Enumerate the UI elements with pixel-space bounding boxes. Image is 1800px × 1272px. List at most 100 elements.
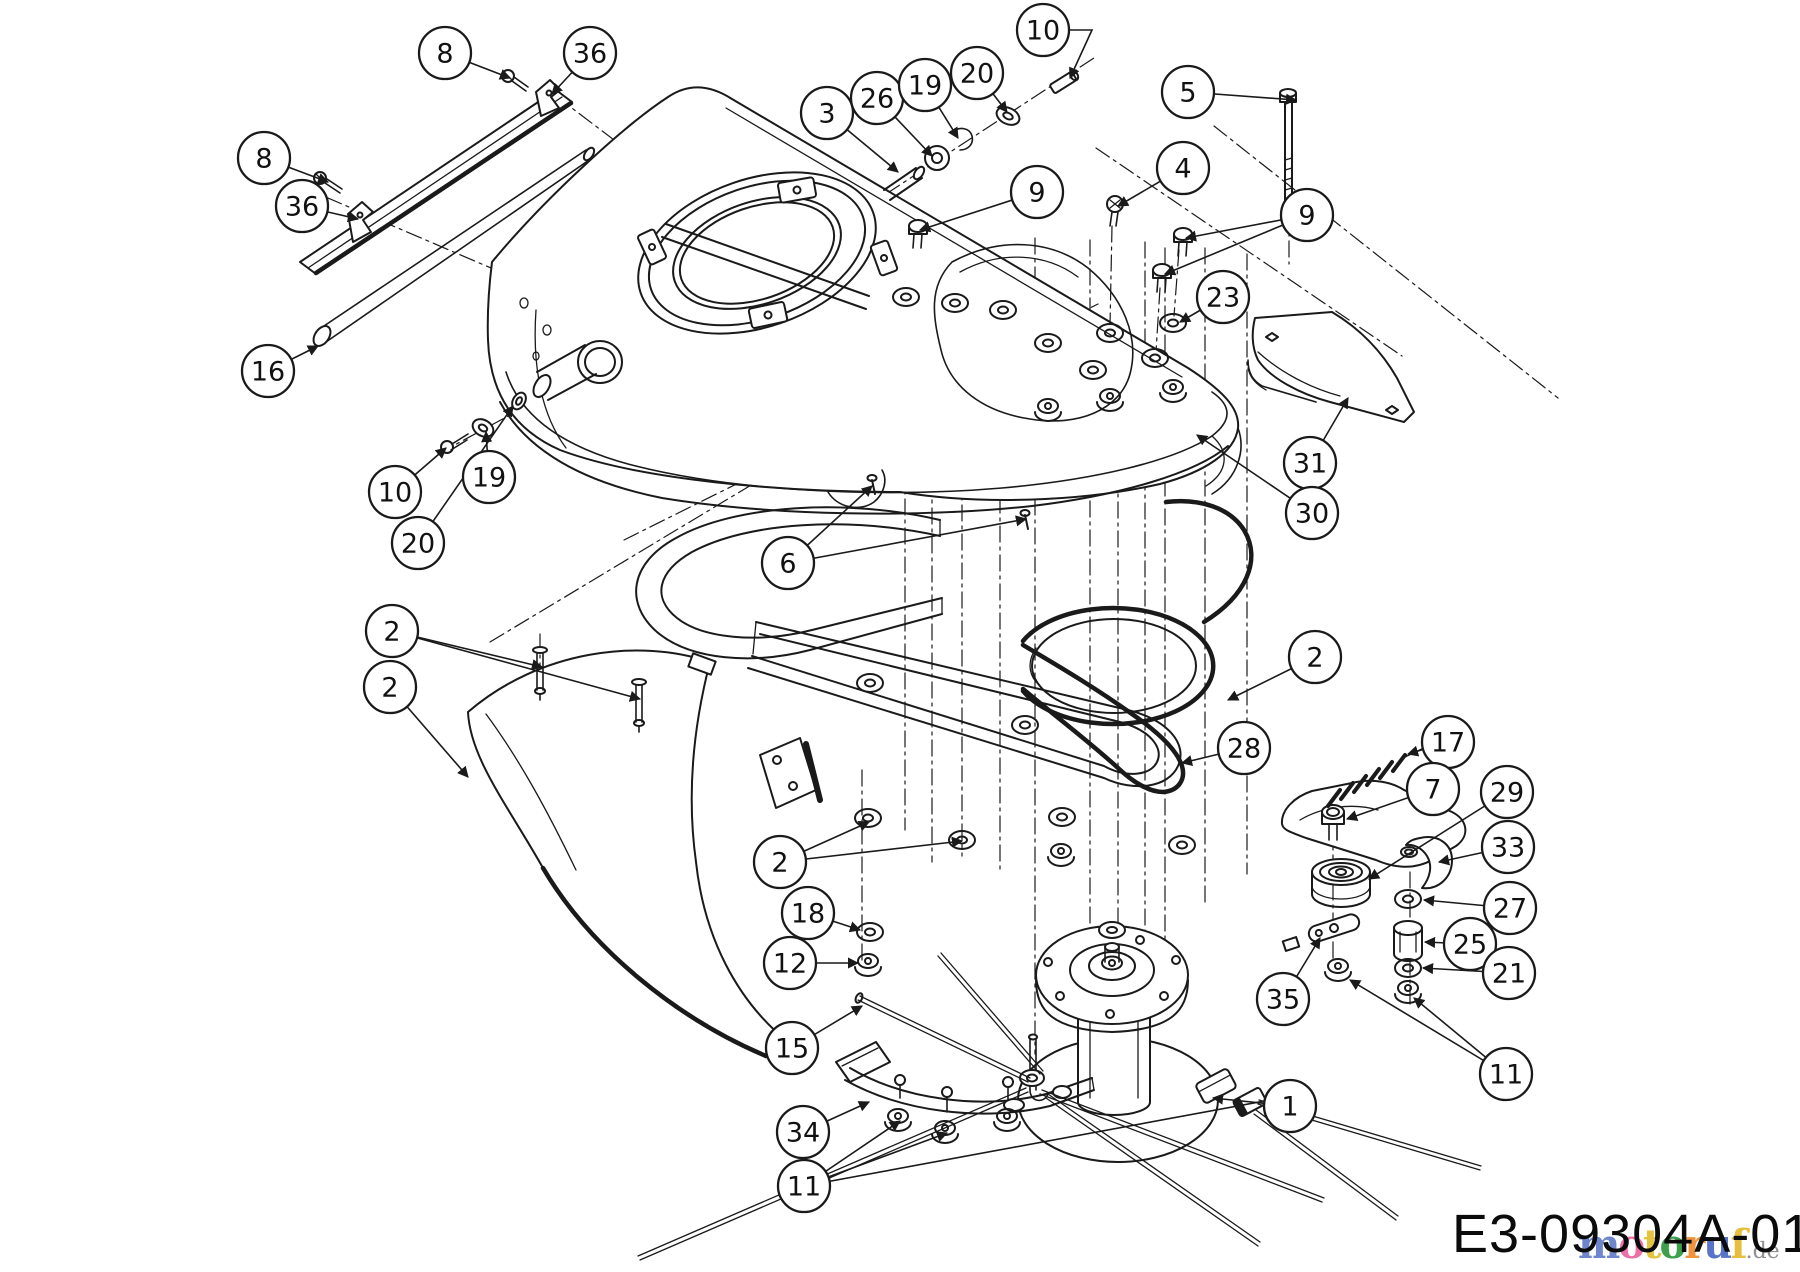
balloon-number: 36 [285,192,319,223]
leader-line [803,1092,1294,1187]
callout-balloon-8: 8 [236,130,292,186]
flange-nut [1034,398,1062,422]
callout-balloon-34: 34 [775,1104,831,1160]
balloon-number: 11 [787,1172,821,1203]
balloon-circle [1279,187,1335,243]
balloon-circle [752,834,808,890]
leader-line [1349,979,1507,1075]
callout-balloon-6: 6 [760,535,816,591]
leader-line [779,836,964,863]
washer [1096,323,1124,343]
callout-balloon-19: 19 [897,57,953,113]
balloon-number: 18 [791,899,825,930]
balloon-number: 35 [1266,985,1300,1016]
balloon-circle [1155,140,1211,196]
balloon-number: 29 [1490,778,1524,809]
flange-nut [1047,843,1075,867]
washer [1159,313,1187,333]
stud-bolt [866,474,878,495]
watermark-suffix: .de [1745,1239,1780,1264]
callout-balloon-2: 2 [362,659,418,715]
watermark-letter: o [1659,1221,1687,1268]
balloon-circle [1478,1046,1534,1102]
callout-balloon-11: 11 [1478,1046,1534,1102]
washer [856,673,884,693]
balloon-circle [1479,764,1535,820]
leader-line [1368,791,1508,880]
balloon-circle [1216,720,1272,776]
callout-balloon-16: 16 [240,343,296,399]
balloon-number: 8 [436,39,453,70]
balloon-circle [897,57,953,113]
balloon-number: 15 [775,1034,809,1065]
washer [1141,348,1169,368]
callout-balloon-7: 7 [1405,761,1461,817]
spacer [1393,920,1423,962]
left-shaft-assembly [440,340,623,454]
spindle-assembly [1017,921,1268,1163]
washer [989,300,1017,320]
washer [1168,835,1196,855]
balloon-number: 27 [1493,894,1527,925]
balloon-circle [1480,819,1536,875]
balloon-number: 11 [1489,1060,1523,1091]
callout-balloon-25: 25 [1442,916,1498,972]
balloon-number: 34 [786,1118,820,1149]
hardware-nuts [854,379,1422,1144]
balloon-circle [775,1104,831,1160]
balloon-number: 9 [1298,201,1315,232]
callout-balloon-26: 26 [849,70,905,126]
callout-balloon-29: 29 [1479,764,1535,820]
callout-balloon-19: 19 [461,449,517,505]
balloon-circle [362,659,418,715]
flange-nut [1324,958,1352,982]
balloon-circle [364,603,420,659]
balloon-circle [1015,2,1071,58]
balloon-number: 23 [1206,283,1240,314]
balloon-number: 10 [378,478,412,509]
watermark-letter: o [1618,1221,1645,1268]
center-bracket [759,737,823,809]
callout-balloon-12: 12 [762,935,818,991]
balloon-number: 25 [1453,930,1487,961]
balloon-circle [461,449,517,505]
callout-balloon-10: 10 [367,464,423,520]
callout-balloon-8: 8 [417,25,473,81]
blade-spider [637,952,1482,1261]
balloon-number: 31 [1293,449,1327,480]
balloon-number: 6 [779,549,796,580]
watermark-letter: m [1578,1221,1620,1268]
balloon-number: 21 [1492,959,1526,990]
washer [1011,715,1039,735]
washer [892,287,920,307]
balloon-number: 2 [383,617,400,648]
balloon-number: 19 [472,463,506,494]
washer [1394,958,1422,978]
callout-balloon-21: 21 [1481,945,1537,1001]
balloon-number: 20 [960,59,994,90]
callout-balloon-10: 10 [1015,2,1071,58]
balloon-circle [1160,64,1216,120]
balloon-number: 7 [1424,775,1441,806]
drawing-number: E3-09304A-01 [1452,1204,1800,1264]
hinge-pin [631,678,647,733]
balloon-circle [417,25,473,81]
balloon-circle [1405,761,1461,817]
washer [1034,333,1062,353]
balloon-number: 2 [771,848,788,879]
discharge-deflector [467,646,789,1059]
balloon-circle [367,464,423,520]
callout-balloon-9: 9 [1279,187,1335,243]
balloon-circle [760,535,816,591]
balloon-number: 4 [1174,154,1191,185]
flange-nut [993,1108,1021,1132]
balloon-number: 16 [251,357,285,388]
balloon-number: 8 [255,144,272,175]
callout-balloon-9: 9 [1009,164,1065,220]
support-bracket [1247,311,1415,423]
balloon-number: 36 [573,39,607,70]
balloon-circle [1262,1078,1318,1134]
balloon-circle [764,1020,820,1076]
balloon-circle [1284,485,1340,541]
callout-balloon-31: 31 [1282,435,1338,491]
